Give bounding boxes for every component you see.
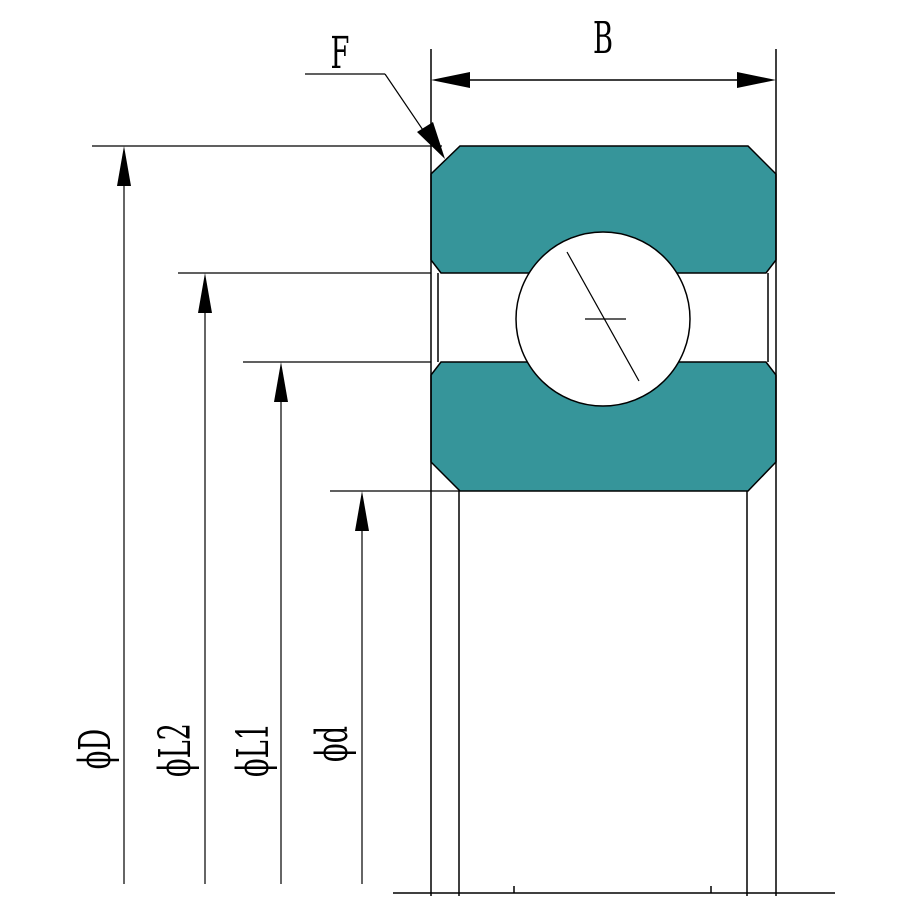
arrowhead-D	[117, 146, 131, 186]
arrowhead-B-right	[737, 72, 776, 88]
arrowhead-d	[355, 491, 369, 531]
arrowhead-L1	[274, 362, 288, 402]
leader-F-diagonal	[384, 73, 428, 137]
label-F: F	[331, 27, 350, 79]
label-phi-L1: ϕL1	[227, 723, 279, 777]
arrowhead-B-left	[431, 72, 470, 88]
label-B: B	[593, 12, 613, 64]
label-phi-D: ϕD	[69, 729, 121, 769]
label-phi-L2: ϕL2	[149, 723, 201, 777]
arrowhead-F	[417, 122, 445, 159]
contact-angle-line	[566, 251, 640, 382]
arrowhead-L2	[198, 273, 212, 313]
label-phi-d: ϕd	[306, 726, 358, 762]
